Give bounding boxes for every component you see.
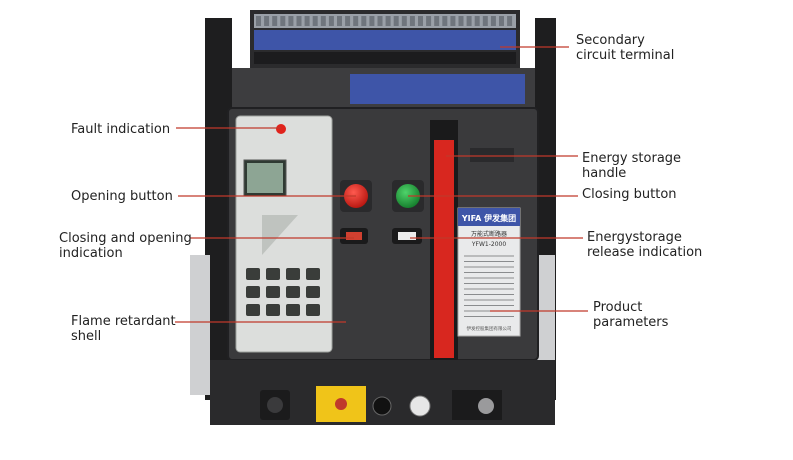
terminal-screw (482, 16, 488, 26)
left-rail (190, 255, 210, 395)
model-code: YFW1-2000 (471, 241, 506, 248)
terminal-screw (328, 16, 334, 26)
terminal-screw (401, 16, 407, 26)
fault-indicator-lamp (276, 124, 286, 134)
controller-key[interactable] (286, 304, 300, 316)
label-product-parameters: Product parameters (593, 300, 669, 330)
label-energy-storage-handle: Energy storage handle (582, 151, 682, 181)
terminal-screw (450, 16, 456, 26)
terminal-screw (409, 16, 415, 26)
terminal-screw (256, 16, 261, 26)
nameplate: YIFA 伊发集团 万能式断路器 YFW1-2000 伊发控股集团有限公司 (457, 207, 521, 337)
controller-key[interactable] (286, 268, 300, 280)
terminal-screw (280, 16, 286, 26)
terminal-screw (377, 16, 383, 26)
terminal-screw (337, 16, 342, 26)
brand-logo: YIFA 伊发集团 (461, 213, 516, 223)
selector-diagram (262, 215, 298, 255)
racking-screw[interactable] (478, 398, 494, 414)
terminal-screw (499, 16, 504, 26)
terminal-screw (466, 16, 472, 26)
crank-socket[interactable] (372, 396, 392, 416)
controller-key[interactable] (286, 286, 300, 298)
controller-key[interactable] (246, 286, 260, 298)
left-side-frame (205, 18, 232, 400)
terminal-screw (353, 16, 359, 26)
terminal-screw (345, 16, 351, 26)
handle-rest (470, 148, 514, 162)
terminal-screw (296, 16, 302, 26)
controller-key[interactable] (246, 268, 260, 280)
intelligent-controller (235, 115, 333, 353)
racking-socket (452, 390, 502, 420)
controller-key[interactable] (306, 286, 320, 298)
terminal-screw (264, 16, 270, 26)
terminal-screw (304, 16, 310, 26)
leader-lines (175, 46, 588, 323)
controller-key[interactable] (266, 304, 280, 316)
label-secondary-terminal: Secondary circuit terminal (576, 33, 675, 63)
terminal-index-plate (350, 74, 525, 104)
terminal-screw (426, 16, 432, 26)
controller-key[interactable] (306, 268, 320, 280)
release-indicator (398, 232, 416, 240)
terminal-screw (458, 16, 464, 26)
terminal-screw (434, 16, 440, 26)
terminal-screw (272, 16, 278, 26)
controller-key[interactable] (246, 304, 260, 316)
state-indicator (346, 232, 362, 240)
energy-storage-handle[interactable] (434, 140, 454, 358)
terminal-screw (288, 16, 294, 26)
terminal-screw (393, 16, 399, 26)
lcd-screen (247, 163, 283, 193)
terminal-screw (418, 16, 423, 26)
model-name: 万能式断路器 (471, 230, 507, 238)
base-socket-hole (267, 397, 283, 413)
terminal-screw (361, 16, 367, 26)
label-energystorage-release: Energystorage release indication (587, 230, 703, 260)
terminal-screw (490, 16, 496, 26)
label-opening-button: Opening button (71, 189, 173, 204)
padlock-dot (335, 398, 347, 410)
terminal-screw (474, 16, 480, 26)
label-closing-opening-indication: Closing and opening indication (59, 231, 192, 261)
label-closing-button: Closing button (582, 187, 677, 202)
position-indicator (409, 395, 431, 417)
controller-key[interactable] (306, 304, 320, 316)
controller-key[interactable] (266, 286, 280, 298)
terminal-screw (312, 16, 318, 26)
secondary-terminal-block (250, 10, 520, 68)
label-flame-retardant-shell: Flame retardant shell (71, 314, 176, 344)
terminal-screw (385, 16, 391, 26)
terminal-screw (507, 16, 513, 26)
label-fault-indication: Fault indication (71, 122, 171, 137)
controller-key[interactable] (266, 268, 280, 280)
company-name: 伊发控股集团有限公司 (467, 325, 512, 332)
terminal-screw (369, 16, 375, 26)
terminal-screw (320, 16, 326, 26)
terminal-screw (442, 16, 448, 26)
